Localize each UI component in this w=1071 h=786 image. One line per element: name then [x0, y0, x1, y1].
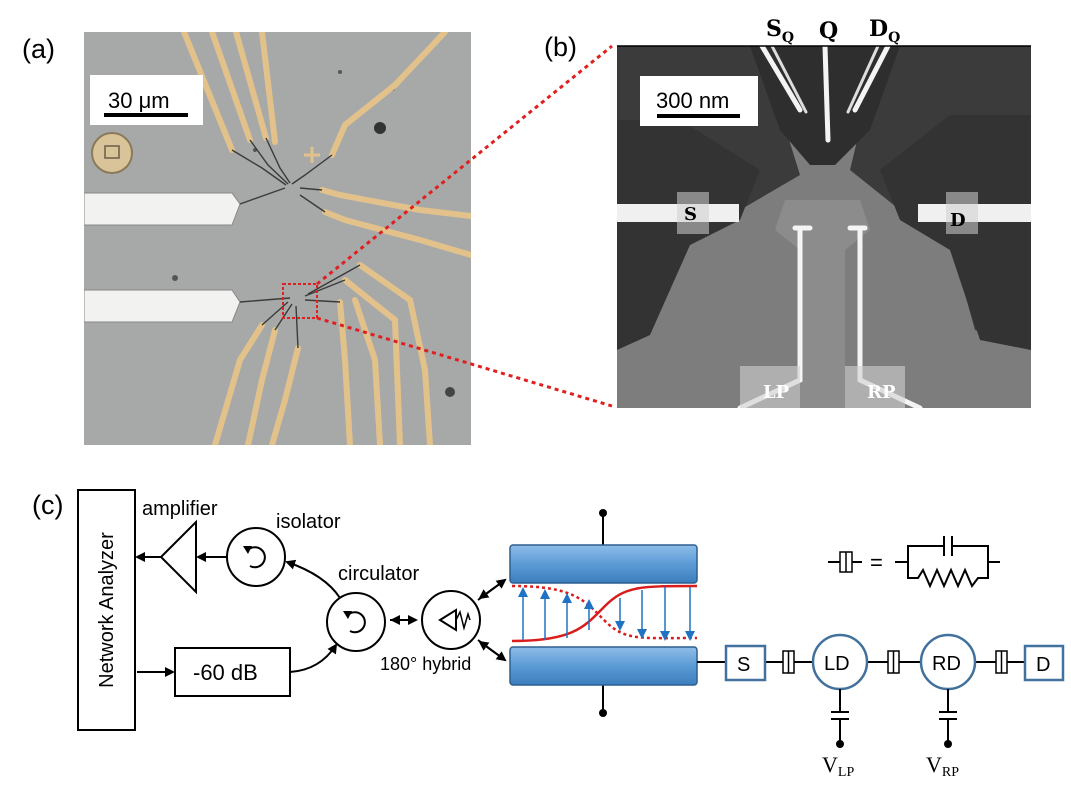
amplifier-label: amplifier [142, 498, 218, 520]
scale-bar-label-b: 300 nm [656, 88, 729, 113]
chain-label-ld: LD [824, 653, 850, 675]
legend-equals: = [870, 550, 883, 575]
circulator-symbol [326, 592, 386, 652]
circulator-label: circulator [338, 563, 419, 585]
label-dq: DQ [869, 16, 900, 46]
label-lp: LP [763, 382, 790, 403]
optical-micrograph [84, 32, 471, 445]
label-drain: D [950, 210, 966, 231]
sem-micrograph [617, 46, 1031, 408]
v-rp-label: VRP [926, 752, 959, 780]
attenuator-label: -60 dB [193, 660, 258, 685]
chain-label-d: D [1036, 654, 1050, 676]
amplifier-symbol [159, 519, 197, 595]
attenuator-box [174, 647, 291, 697]
isolator-symbol [226, 527, 286, 587]
label-sq: SQ [766, 16, 794, 46]
resonator-cavity [509, 509, 725, 717]
zoom-line-bottom [316, 316, 613, 408]
scale-bar-label-a: 30 μm [108, 88, 170, 113]
label-q: Q [819, 18, 838, 44]
label-rp: RP [867, 382, 896, 403]
hybrid-label: 180° hybrid [380, 654, 471, 674]
dot-chain [724, 633, 1065, 748]
isolator-label: isolator [276, 511, 341, 533]
zoom-line-top [316, 44, 613, 286]
panel-label-a: (a) [22, 34, 55, 64]
junction-legend [828, 536, 1000, 589]
v-lp-label: VLP [822, 752, 854, 780]
network-analyzer-box [77, 489, 136, 731]
panel-label-c: (c) [32, 490, 63, 520]
chain-label-rd: RD [932, 653, 961, 675]
chain-label-s: S [737, 654, 750, 676]
label-source: S [684, 204, 697, 225]
panel-label-b: (b) [544, 32, 577, 62]
network-analyzer-label: Network Analyzer [96, 532, 118, 688]
hybrid-symbol [421, 590, 481, 650]
